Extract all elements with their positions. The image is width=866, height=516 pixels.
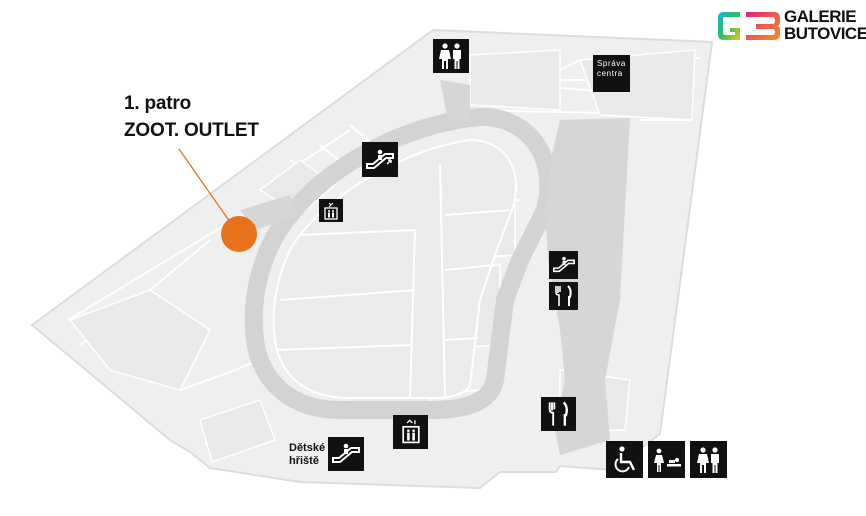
escalator-symbol	[552, 256, 575, 273]
floor-level: 1. patro	[124, 93, 192, 114]
management-office[interactable]: Správa centra	[593, 55, 630, 92]
toilets-icon[interactable]	[433, 39, 469, 73]
escalator-symbol	[366, 149, 394, 169]
restroom-icon	[696, 446, 719, 473]
baby-changing-icon[interactable]	[648, 441, 685, 478]
marker-leader-line	[178, 148, 231, 223]
cutlery-symbol	[548, 401, 568, 426]
escalator-icon[interactable]	[549, 251, 578, 279]
restaurant-icon[interactable]	[541, 397, 576, 431]
cutlery-symbol	[554, 285, 572, 306]
main-corridor	[244, 108, 558, 419]
baby-changing-symbol	[653, 448, 681, 472]
escalator-symbol	[332, 443, 360, 463]
restroom-icon	[439, 43, 461, 69]
escalator-icon[interactable]	[362, 142, 398, 177]
store-name: ZOOT. OUTLET	[124, 120, 259, 141]
elevator-icon[interactable]	[319, 199, 343, 222]
restaurant-icon[interactable]	[549, 282, 578, 310]
elevator-symbol	[324, 202, 338, 220]
playground-label: Dětské hřiště	[289, 442, 326, 467]
elevator-symbol	[401, 419, 420, 444]
east-corridor	[545, 118, 630, 455]
escalator-icon[interactable]	[328, 437, 364, 471]
floor-store-label: 1. patro ZOOT. OUTLET	[124, 90, 259, 144]
elevator-icon[interactable]	[393, 415, 428, 449]
wheelchair-symbol	[614, 445, 635, 472]
store-location-marker[interactable]	[221, 216, 257, 252]
logo-wordmark: GALERIE BUTOVICE	[784, 7, 866, 43]
wheelchair-icon[interactable]	[606, 441, 643, 478]
toilets-icon[interactable]	[690, 441, 727, 478]
galerie-butovice-logo	[718, 12, 780, 40]
